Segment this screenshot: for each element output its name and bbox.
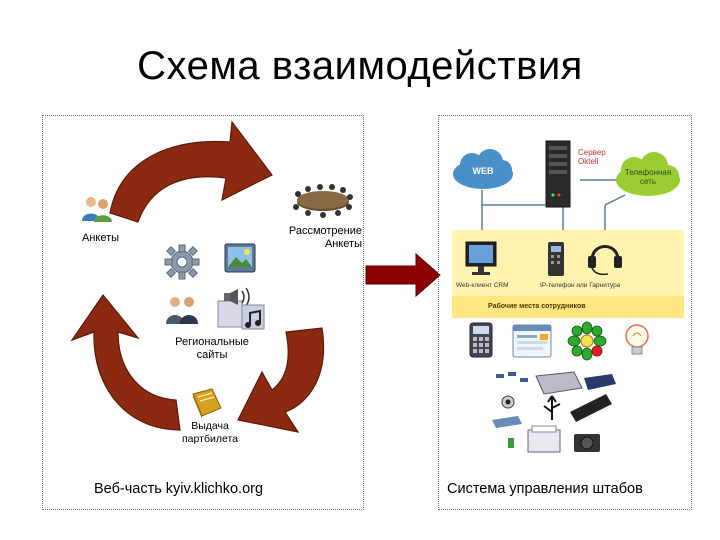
hq-system-caption: Система управления штабов: [447, 481, 643, 497]
page-title: Схема взаимодействия: [137, 44, 583, 88]
connector-arrow: [365, 252, 441, 298]
issue-card-label: Выдача партбилета: [182, 420, 238, 445]
headquarters-system-panel: [438, 115, 692, 510]
calculator-icon: [469, 322, 493, 358]
web-part-caption: Веб-часть kyiv.klichko.org: [94, 481, 264, 497]
cycle-arrow-right: [237, 327, 324, 433]
gear-icon: [164, 244, 200, 280]
questionnaires-label: Анкеты: [82, 232, 120, 244]
cycle-arrow-left: [70, 294, 181, 431]
review-label: Рассмотрение Анкеты: [288, 225, 362, 250]
meeting-table-icon: [293, 184, 353, 218]
phone-network-icon: [616, 152, 680, 196]
people-icon: [166, 297, 198, 324]
book-icon: [192, 388, 222, 419]
web-cloud-icon: [453, 149, 513, 189]
server-label: Сервер Oktell: [578, 148, 606, 166]
regional-sites-label: Региональные сайты: [175, 336, 249, 361]
hardware-devices-icon: [492, 371, 616, 453]
multimedia-icon: [217, 287, 265, 330]
lightbulb-icon: [625, 324, 649, 355]
phone-network-label: Телефонная сеть: [624, 168, 672, 186]
web-part-panel: [42, 115, 364, 510]
image-icon: [224, 243, 256, 273]
ip-phone-label: IP-телефон или Гарнитура: [540, 282, 621, 289]
users-icon: [82, 197, 112, 222]
workstations-label: Рабочие места сотрудников: [488, 303, 586, 310]
crm-client-label: Web-клиент CRM: [456, 282, 509, 289]
server-icon: [545, 140, 571, 208]
icq-flower-icon: [567, 321, 607, 361]
web-cloud-label: WEB: [472, 166, 494, 176]
browser-window-icon: [512, 324, 552, 358]
workstations-band: [452, 230, 684, 318]
cycle-arrow-top: [109, 120, 273, 223]
